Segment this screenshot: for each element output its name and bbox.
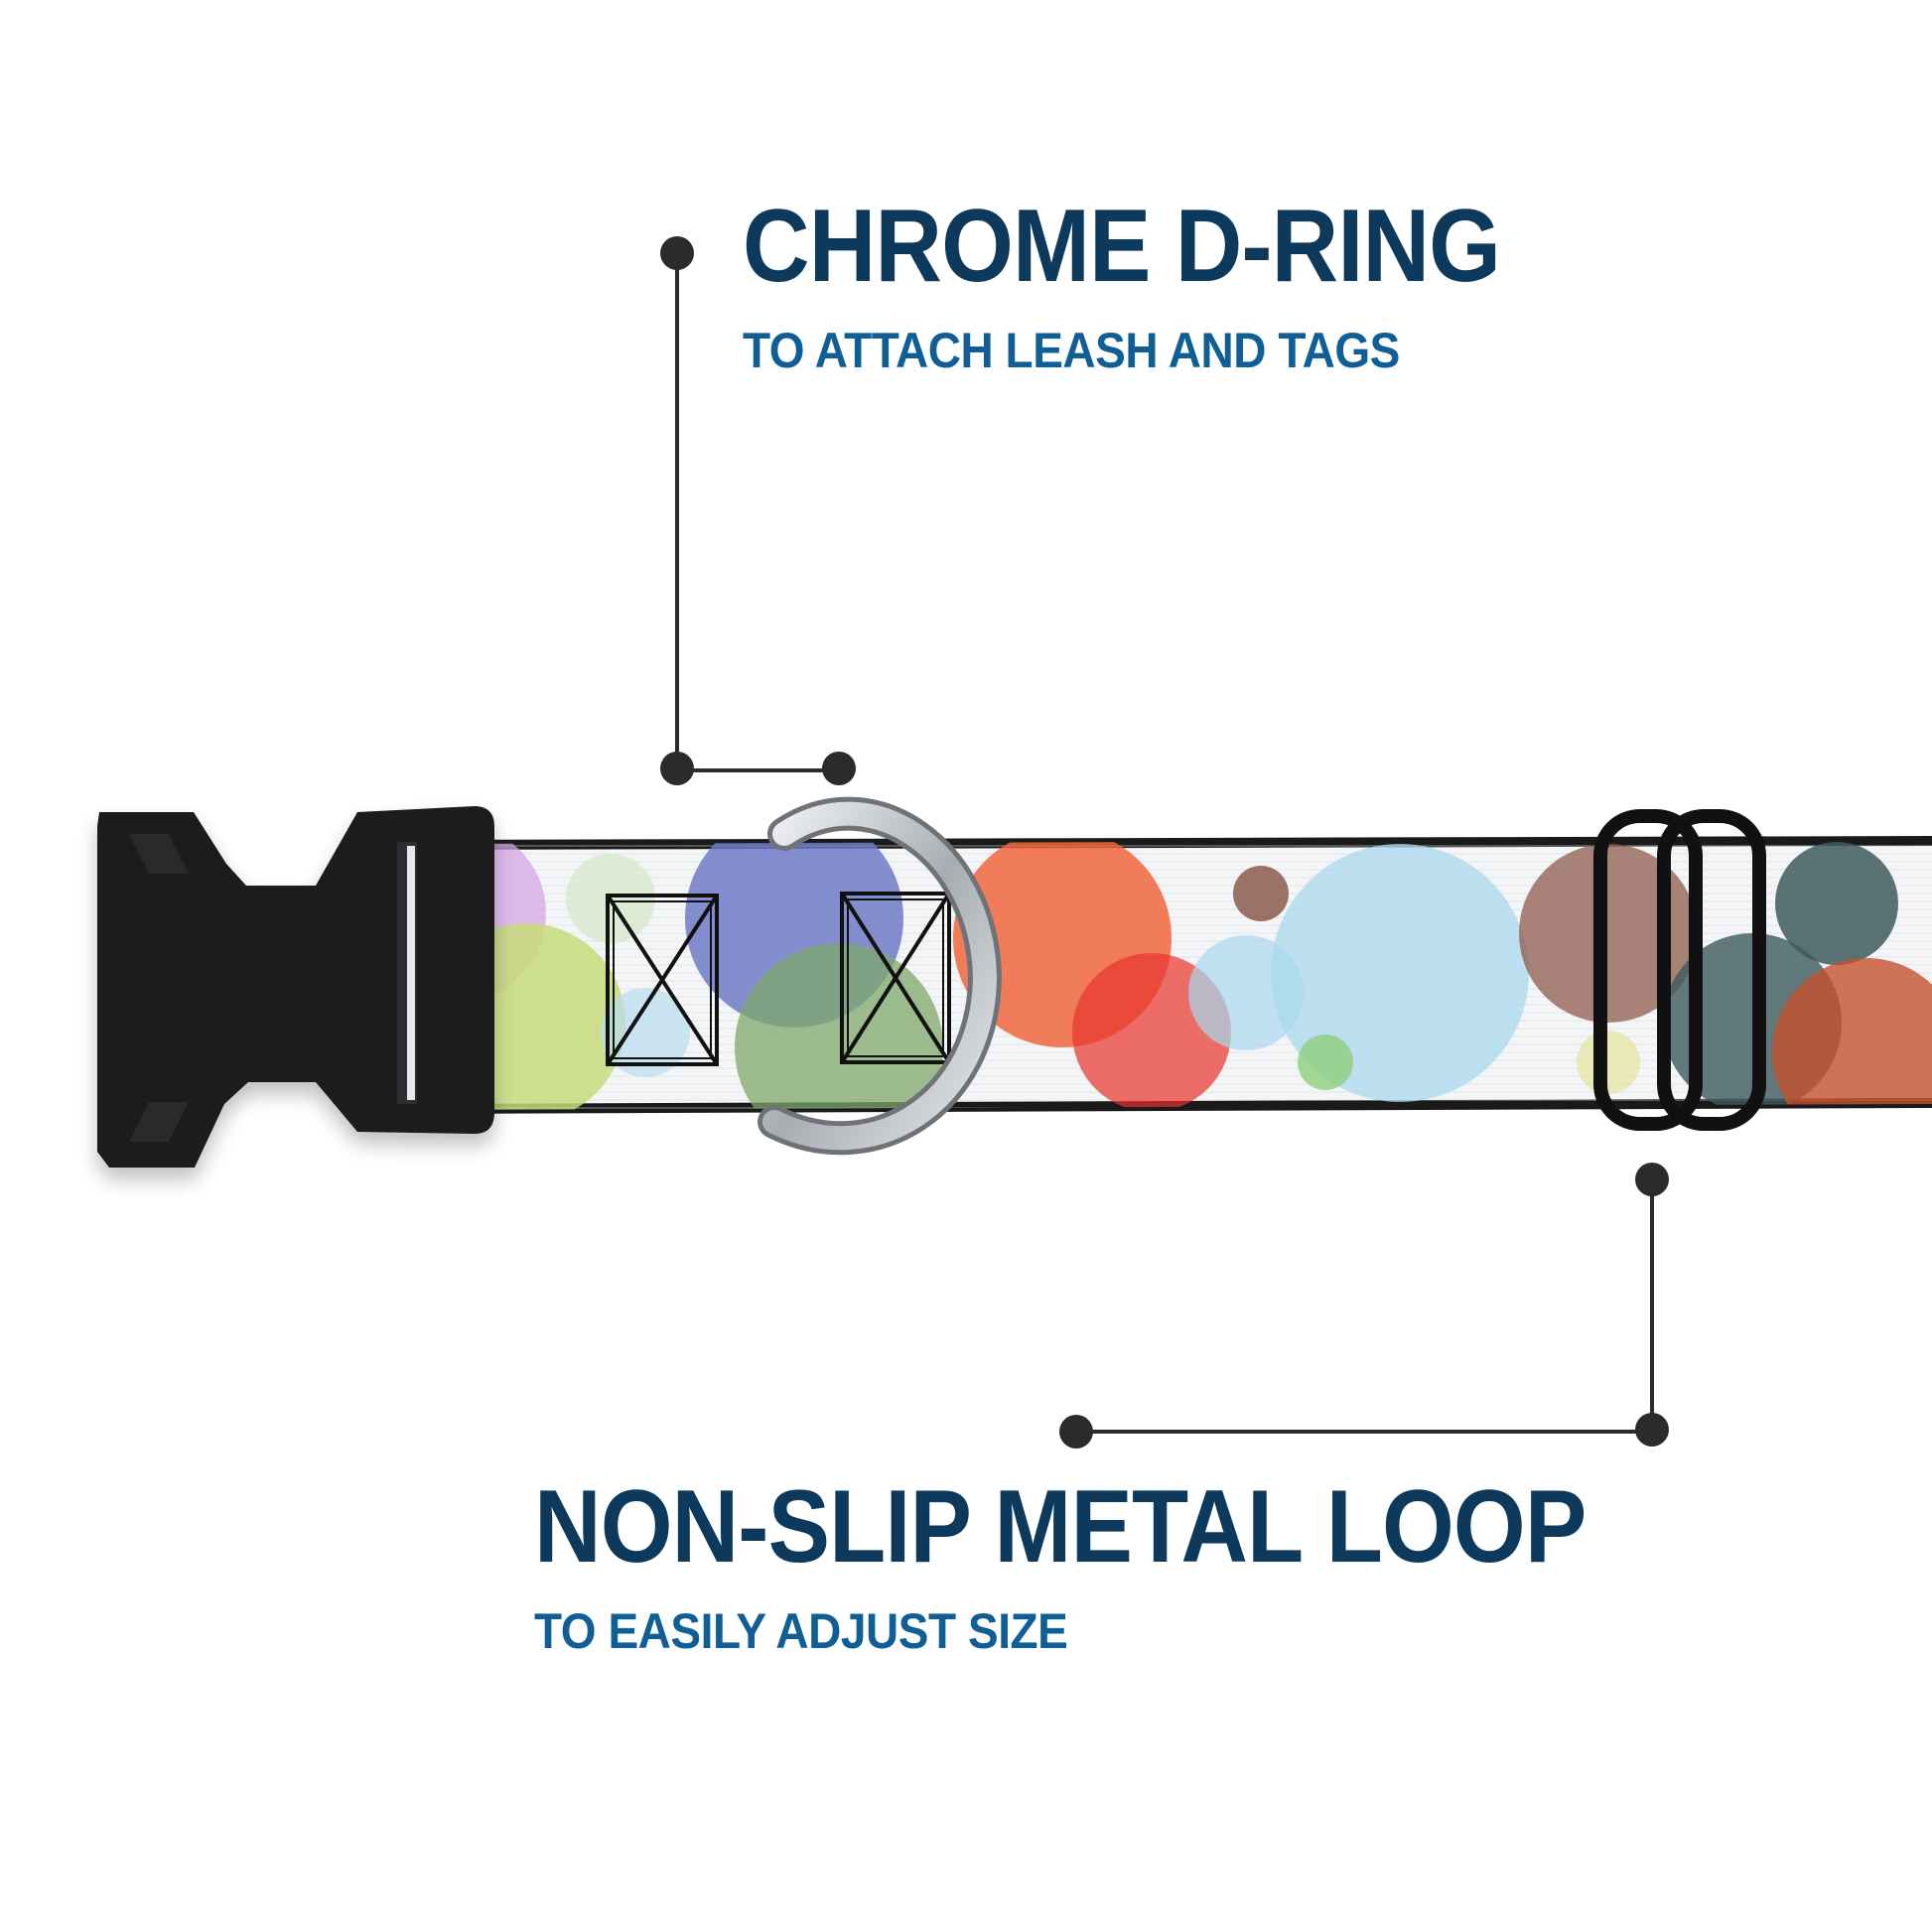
non-slip-metal-loop	[1593, 809, 1766, 1131]
dring-connector	[660, 236, 856, 785]
loop-subtitle: TO EASILY ADJUST SIZE	[534, 1603, 1068, 1659]
loop-callout: NON-SLIP METAL LOOP TO EASILY ADJUST SIZ…	[534, 1475, 1703, 1656]
side-release-buckle	[97, 806, 494, 1168]
connector-dot	[660, 236, 694, 270]
polka-dot-pattern	[417, 840, 1932, 1110]
connector-dot	[822, 752, 856, 785]
dring-callout: CHROME D-RING TO ATTACH LEASH AND TAGS	[743, 195, 1585, 375]
dring-subtitle: TO ATTACH LEASH AND TAGS	[743, 323, 1400, 378]
loop-connector	[1059, 1163, 1669, 1449]
connector-dot	[1059, 1415, 1093, 1449]
stitch-patch-right	[840, 892, 951, 1064]
connector-dot	[1635, 1163, 1669, 1196]
connector-dot	[660, 752, 694, 785]
connector-dot	[1635, 1413, 1669, 1447]
collar-strap	[407, 836, 1932, 1114]
stitch-patch-left	[606, 894, 719, 1066]
dring-title: CHROME D-RING	[743, 189, 1501, 304]
chrome-d-ring	[758, 796, 1003, 1156]
loop-title: NON-SLIP METAL LOOP	[534, 1469, 1587, 1585]
